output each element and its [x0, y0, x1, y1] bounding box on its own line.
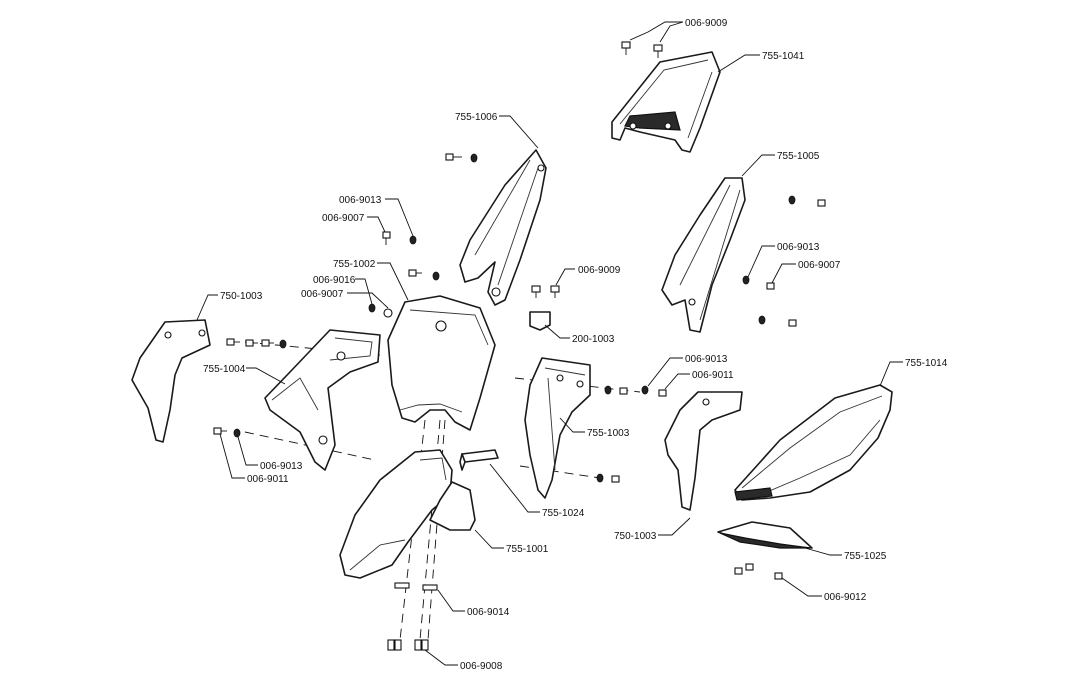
label-006-9011-right: 006-9011: [692, 370, 734, 381]
hardware: [213, 41, 826, 651]
label-755-1004: 755-1004: [203, 364, 246, 375]
right-side-panel: [661, 177, 746, 333]
seat: [734, 384, 893, 501]
label-006-9014: 006-9014: [467, 607, 510, 618]
front-fender: [339, 449, 476, 579]
left-side-plate: [131, 319, 211, 443]
right-side-plate: [664, 391, 743, 511]
label-006-9007-upper-right: 006-9007: [798, 260, 841, 271]
label-755-1006: 755-1006: [455, 112, 498, 123]
label-006-9013-upper-right: 006-9013: [777, 242, 820, 253]
label-006-9013-upper-left: 006-9013: [339, 195, 382, 206]
label-750-1003-right: 750-1003: [614, 531, 657, 542]
label-755-1014: 755-1014: [905, 358, 948, 369]
label-006-9011-lower-left: 006-9011: [247, 474, 289, 485]
label-755-1003: 755-1003: [587, 428, 630, 439]
label-755-1001: 755-1001: [506, 544, 549, 555]
seat-bracket: [717, 521, 813, 549]
front-number-plate: [387, 295, 496, 431]
label-006-9009-top: 006-9009: [685, 18, 728, 29]
fork-clamp: [459, 449, 499, 471]
label-006-9013-lower-left: 006-9013: [260, 461, 303, 472]
label-755-1002: 755-1002: [333, 259, 376, 270]
label-006-9012: 006-9012: [824, 592, 867, 603]
label-006-9016: 006-9016: [313, 275, 356, 286]
label-006-9008: 006-9008: [460, 661, 503, 672]
right-shroud: [524, 357, 591, 499]
label-755-1005: 755-1005: [777, 151, 820, 162]
part-labels: 006-9009 755-1041 755-1006 755-1005 006-…: [203, 18, 948, 672]
left-shroud: [264, 329, 381, 471]
rear-tail-cover: [611, 51, 721, 153]
label-750-1003-left: 750-1003: [220, 291, 263, 302]
leader-lines: [196, 21, 903, 666]
label-755-1041: 755-1041: [762, 51, 805, 62]
upper-side-panel: [459, 149, 547, 306]
label-006-9013-right: 006-9013: [685, 354, 728, 365]
label-006-9007-upper-left: 006-9007: [322, 213, 365, 224]
label-755-1024: 755-1024: [542, 508, 585, 519]
label-200-1003: 200-1003: [572, 334, 615, 345]
label-755-1025: 755-1025: [844, 551, 887, 562]
label-006-9007-left: 006-9007: [301, 289, 344, 300]
label-006-9009-middle: 006-9009: [578, 265, 621, 276]
